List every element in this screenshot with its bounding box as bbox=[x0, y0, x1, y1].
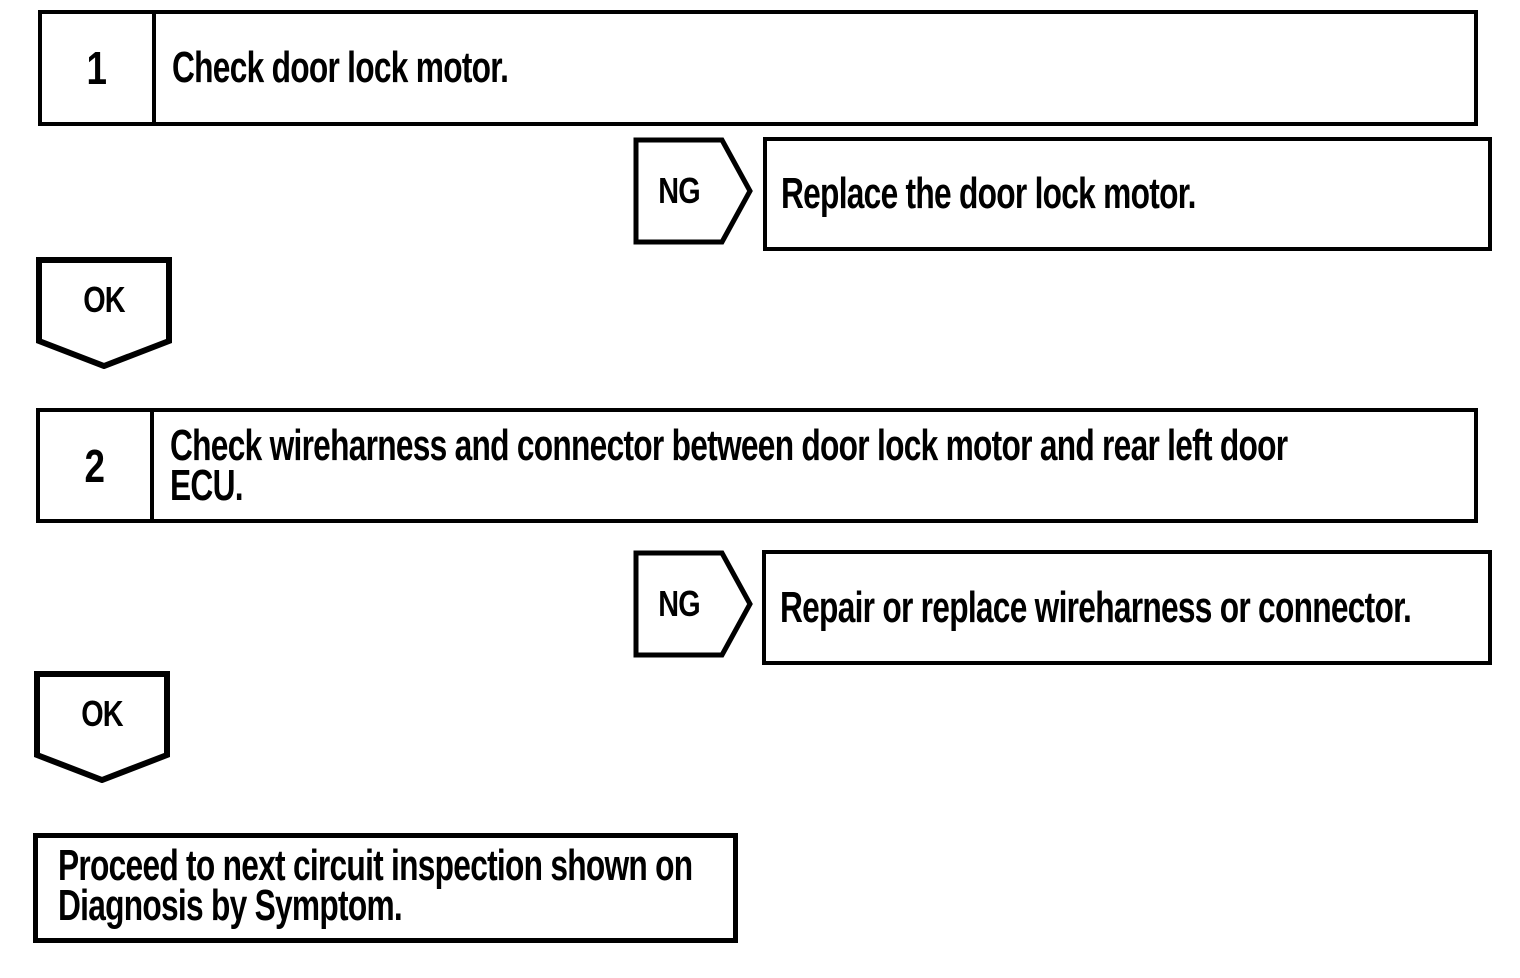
step-number-cell-1: 1 bbox=[42, 14, 156, 122]
step-number-cell-2: 2 bbox=[40, 412, 154, 519]
final-box: Proceed to next circuit inspection shown… bbox=[33, 833, 738, 943]
result-1-text: Replace the door lock motor. bbox=[781, 169, 1196, 218]
step-1-text: Check door lock motor. bbox=[172, 43, 509, 92]
final-text-line-1: Proceed to next circuit inspection shown… bbox=[58, 841, 693, 890]
ok-connector-2: OK bbox=[34, 671, 170, 783]
result-2-text: Repair or replace wireharness or connect… bbox=[780, 582, 1412, 632]
ng-arrow-icon bbox=[633, 550, 753, 658]
ok-arrow-icon bbox=[36, 257, 172, 369]
ng-connector-2: NG bbox=[633, 550, 753, 658]
ng-label: NG bbox=[658, 583, 700, 624]
ok-label: OK bbox=[81, 693, 123, 734]
ng-label: NG bbox=[658, 170, 700, 211]
ok-arrow-icon bbox=[34, 671, 170, 783]
step-2-text-line-1: Check wireharness and connector between … bbox=[170, 420, 1288, 470]
step-box-2: 2 Check wireharness and connector betwee… bbox=[36, 408, 1478, 523]
result-box-2: Repair or replace wireharness or connect… bbox=[762, 550, 1492, 665]
step-number-2: 2 bbox=[84, 439, 106, 492]
step-2-text-line-2: ECU. bbox=[170, 460, 244, 510]
ok-label: OK bbox=[83, 279, 125, 320]
ng-connector-1: NG bbox=[633, 137, 753, 245]
ok-connector-1: OK bbox=[36, 257, 172, 369]
step-number-1: 1 bbox=[86, 42, 108, 94]
step-instruction-1: Check door lock motor. bbox=[156, 14, 1474, 122]
result-box-1: Replace the door lock motor. bbox=[763, 137, 1492, 251]
step-instruction-2: Check wireharness and connector between … bbox=[154, 412, 1520, 519]
final-text-line-2: Diagnosis by Symptom. bbox=[58, 881, 403, 930]
ng-arrow-icon bbox=[633, 137, 753, 245]
step-box-1: 1 Check door lock motor. bbox=[38, 10, 1478, 126]
